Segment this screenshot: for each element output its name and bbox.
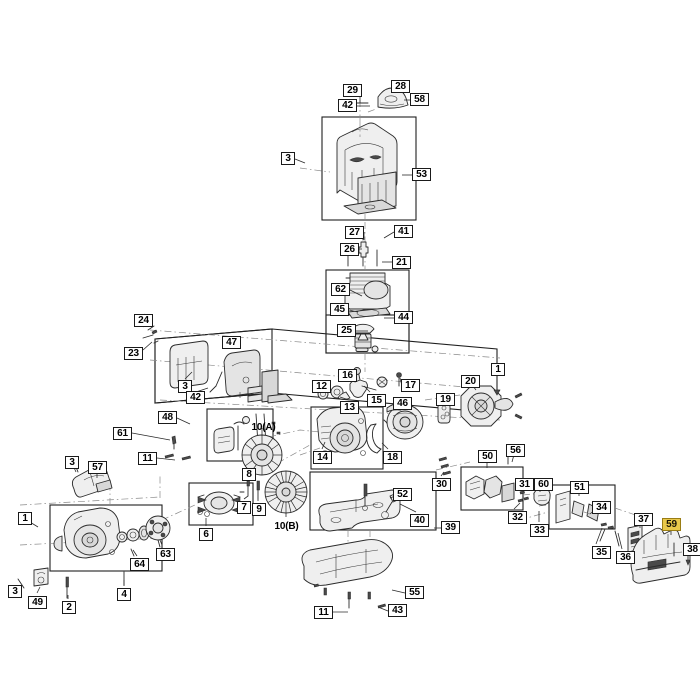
part-label-21[interactable]: 21 (392, 256, 411, 269)
part-label-42[interactable]: 42 (338, 99, 357, 112)
part-label-18[interactable]: 18 (383, 451, 402, 464)
part-label-30[interactable]: 30 (432, 478, 451, 491)
part-label-32[interactable]: 32 (508, 511, 527, 524)
part-label-3[interactable]: 3 (178, 380, 192, 393)
part-label-47[interactable]: 47 (222, 336, 241, 349)
part-label-3[interactable]: 3 (8, 585, 22, 598)
part-label-11[interactable]: 11 (138, 452, 157, 465)
part-label-59[interactable]: 59 (662, 518, 681, 531)
part-label-3[interactable]: 3 (281, 152, 295, 165)
part-label-46[interactable]: 46 (393, 397, 412, 410)
part-label-19[interactable]: 19 (436, 393, 455, 406)
part-label-51[interactable]: 51 (570, 481, 589, 494)
part-label-4[interactable]: 4 (117, 588, 131, 601)
part-label-13[interactable]: 13 (340, 401, 359, 414)
part-label-3[interactable]: 3 (65, 456, 79, 469)
part-label-10A[interactable]: 10(A) (251, 421, 276, 433)
part-label-26[interactable]: 26 (340, 243, 359, 256)
part-label-60[interactable]: 60 (534, 478, 553, 491)
part-label-38[interactable]: 38 (683, 543, 700, 556)
part-label-64[interactable]: 64 (130, 558, 149, 571)
part-label-34[interactable]: 34 (592, 501, 611, 514)
part-label-58[interactable]: 58 (410, 93, 429, 106)
part-label-10B[interactable]: 10(B) (274, 520, 299, 532)
part-label-56[interactable]: 56 (506, 444, 525, 457)
part-label-23[interactable]: 23 (124, 347, 143, 360)
part-label-15[interactable]: 15 (367, 394, 386, 407)
part-label-1[interactable]: 1 (491, 363, 505, 376)
part-label-25[interactable]: 25 (337, 324, 356, 337)
part-label-2[interactable]: 2 (62, 601, 76, 614)
part-label-48[interactable]: 48 (158, 411, 177, 424)
part-label-44[interactable]: 44 (394, 311, 413, 324)
part-label-40[interactable]: 40 (410, 514, 429, 527)
part-label-27[interactable]: 27 (345, 226, 364, 239)
part-label-20[interactable]: 20 (461, 375, 480, 388)
part-label-6[interactable]: 6 (199, 528, 213, 541)
part-label-55[interactable]: 55 (405, 586, 424, 599)
part-label-57[interactable]: 57 (88, 461, 107, 474)
part-label-43[interactable]: 43 (388, 604, 407, 617)
part-label-24[interactable]: 24 (134, 314, 153, 327)
part-label-37[interactable]: 37 (634, 513, 653, 526)
part-label-7[interactable]: 7 (237, 501, 251, 514)
part-label-11[interactable]: 11 (314, 606, 333, 619)
part-label-31[interactable]: 31 (515, 478, 534, 491)
part-label-29[interactable]: 29 (343, 84, 362, 97)
part-label-49[interactable]: 49 (28, 596, 47, 609)
part-label-61[interactable]: 61 (113, 427, 132, 440)
part-label-12[interactable]: 12 (312, 380, 331, 393)
part-label-1[interactable]: 1 (18, 512, 32, 525)
part-label-52[interactable]: 52 (393, 488, 412, 501)
part-label-42[interactable]: 42 (186, 391, 205, 404)
part-label-33[interactable]: 33 (530, 524, 549, 537)
part-label-45[interactable]: 45 (330, 303, 349, 316)
part-label-50[interactable]: 50 (478, 450, 497, 463)
part-label-8[interactable]: 8 (242, 468, 256, 481)
part-label-62[interactable]: 62 (331, 283, 350, 296)
part-label-9[interactable]: 9 (252, 503, 266, 516)
part-label-16[interactable]: 16 (338, 369, 357, 382)
part-label-53[interactable]: 53 (412, 168, 431, 181)
part-label-14[interactable]: 14 (313, 451, 332, 464)
part-label-41[interactable]: 41 (394, 225, 413, 238)
part-label-35[interactable]: 35 (592, 546, 611, 559)
part-label-17[interactable]: 17 (401, 379, 420, 392)
part-label-36[interactable]: 36 (616, 551, 635, 564)
part-label-28[interactable]: 28 (391, 80, 410, 93)
part-label-39[interactable]: 39 (441, 521, 460, 534)
part-label-63[interactable]: 63 (156, 548, 175, 561)
